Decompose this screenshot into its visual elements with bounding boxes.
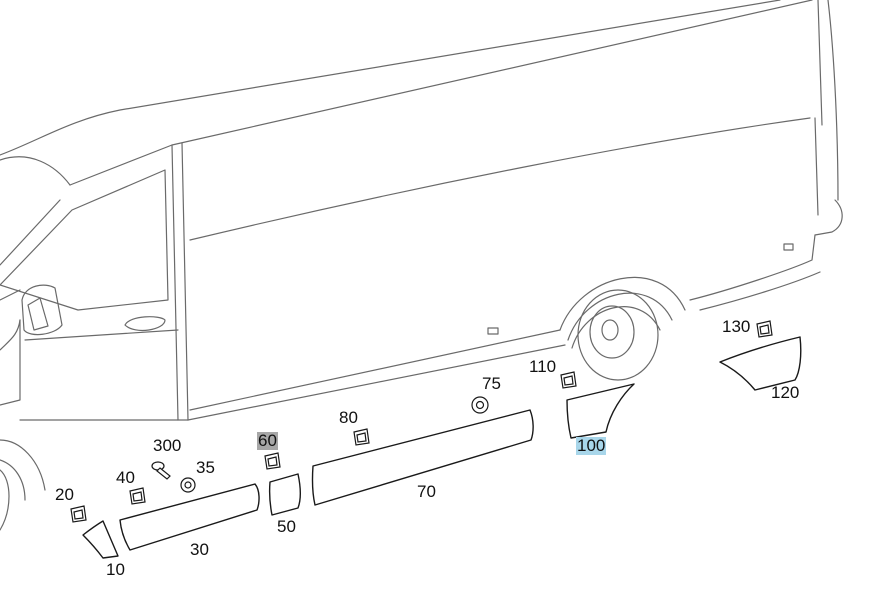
clip-130 [756, 320, 773, 338]
clip-40 [129, 487, 146, 505]
label-part-100: 100 [576, 436, 607, 455]
fastener-75 [471, 396, 489, 414]
label-part-30: 30 [190, 540, 209, 559]
label-part-10: 10 [106, 560, 125, 579]
label-part-300: 300 [153, 436, 182, 455]
label-part-110: 110 [529, 357, 557, 376]
part-70-shape [311, 409, 534, 506]
fastener-35 [180, 477, 196, 493]
fasteners [70, 320, 773, 523]
label-part-35: 35 [196, 458, 215, 477]
part-30-shape [119, 483, 260, 551]
label-part-80: 80 [339, 408, 358, 427]
part-10-shape [82, 520, 119, 559]
clip-60 [264, 452, 281, 470]
clip-110 [560, 371, 577, 389]
label-part-75: 75 [482, 374, 501, 393]
van-body [0, 0, 843, 531]
label-part-60: 60 [257, 431, 278, 450]
label-part-120: 120 [771, 383, 800, 402]
clip-20 [70, 505, 87, 523]
label-part-20: 20 [55, 485, 74, 504]
trim-parts [82, 336, 802, 559]
label-part-50: 50 [277, 517, 296, 536]
part-120-shape [719, 336, 802, 391]
label-part-130: 130 [722, 317, 751, 336]
clip-80 [353, 428, 370, 446]
part-50-shape [268, 473, 301, 516]
part-100-shape [566, 383, 635, 439]
screw-300 [151, 461, 171, 480]
label-part-40: 40 [116, 468, 135, 487]
label-part-70: 70 [417, 482, 436, 501]
